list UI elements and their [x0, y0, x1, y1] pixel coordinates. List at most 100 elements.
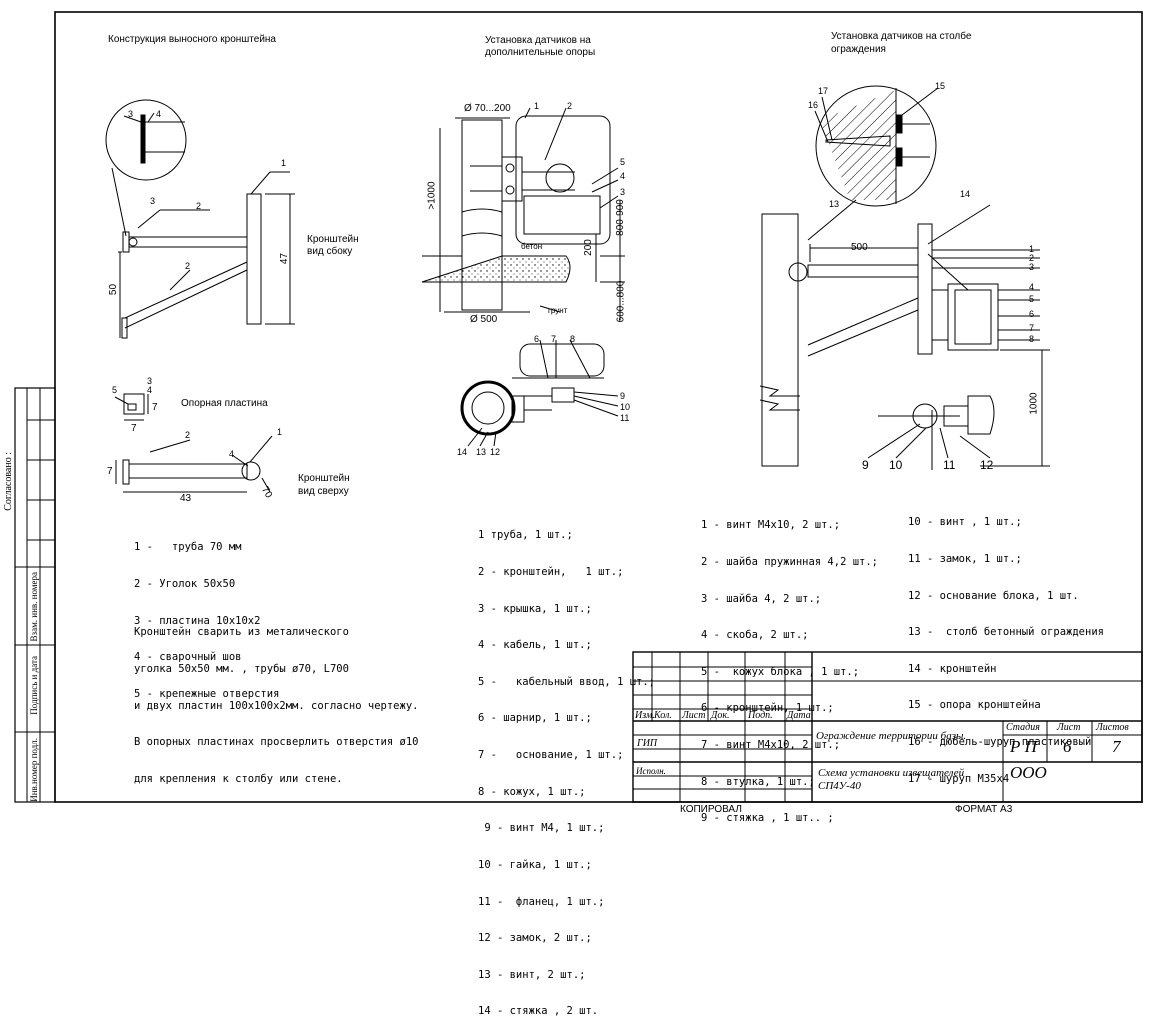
dim-1000-fence: 1000	[1028, 392, 1040, 415]
fence-detail-circle	[807, 85, 939, 241]
callout-fp-10: 10	[889, 458, 903, 472]
footer-format: ФОРМАТ А3	[955, 804, 1013, 815]
dim-7-plate-side: 7	[152, 402, 158, 413]
fence-legend-item: 17 - шуруп М35х4	[908, 772, 1010, 785]
fence-legend-right: 10 - винт , 1 шт.; 11 - замок, 1 шт.; 12…	[908, 492, 1104, 797]
tb-stage-label: Стадия	[1006, 722, 1040, 733]
bracket-note-line: уголка 50х50 мм. , трубы ø70, L700	[134, 663, 349, 676]
callout-ep-5: 5	[620, 157, 626, 167]
tb-project: Ограждение территории базы.	[816, 730, 967, 742]
fence-legend-item: 5 - кожух блока , 1 шт.;	[701, 665, 860, 678]
callout-4a: 4	[156, 109, 162, 119]
extra-pole-legend-item: 6 - шарнир, 1 шт.;	[478, 712, 592, 725]
ground-label: грунт	[548, 306, 568, 315]
callout-fp-11: 11	[943, 458, 956, 472]
extra-pole-legend-item: 4 - кабель, 1 шт.;	[478, 639, 592, 652]
side-view-label-2: вид сбоку	[307, 246, 353, 257]
concrete-label: бетон	[521, 242, 543, 251]
dia-bottom: Ø 500	[470, 314, 498, 325]
fence-legend-item: 14 - кронштейн	[908, 662, 997, 675]
fence-legend-item: 1 - винт М4х10, 2 шт.;	[701, 519, 841, 532]
tb-col-sign: Подп.	[748, 710, 773, 721]
bracket-section-title: Конструкция выносного кронштейна	[108, 34, 276, 45]
fence-legend-left: 1 - винт М4х10, 2 шт.; 2 - шайба пружинн…	[701, 495, 878, 837]
callout-ep-9: 9	[620, 391, 626, 401]
support-plate	[114, 393, 149, 421]
tb-org: ООО	[1010, 763, 1047, 782]
fence-pole-title-line-2: ограждения	[831, 44, 886, 55]
extra-pole-legend-item: 12 - замок, 2 шт.;	[478, 932, 592, 945]
dim-1000-extra: >1000	[426, 181, 438, 210]
callout-ep-14: 14	[457, 447, 468, 457]
bracket-legend-item: 2 - Уголок 50х50	[134, 578, 236, 591]
fence-legend-item: 6 - кронштейн, 1 шт.;	[701, 702, 834, 715]
callout-5: 5	[112, 385, 118, 395]
tb-sheet: 6	[1063, 737, 1072, 756]
bracket-note-line: В опорных пластинах просверлить отверсти…	[134, 736, 419, 749]
callout-1b: 1	[277, 427, 283, 437]
extra-pole-legend-item: 2 - кронштейн, 1 шт.;	[478, 566, 624, 579]
callout-fp-5: 5	[1029, 294, 1035, 304]
extra-pole-legend-item: 11 - фланец, 1 шт.;	[478, 895, 605, 908]
callout-fp-6: 6	[1029, 309, 1035, 319]
dim-47: 47	[279, 252, 291, 265]
bracket-legend-item: 5 - крепежные отверстия	[134, 687, 280, 700]
dim-7-top-view: 7	[107, 466, 113, 477]
bracket-legend-item: 4 - сварочный шов	[134, 651, 242, 664]
tb-drawing-2: СП4У-40	[818, 780, 861, 792]
extra-pole-title-line-2: дополнительные опоры	[485, 47, 596, 58]
callout-fp-12: 12	[980, 458, 994, 472]
top-view-label-2: вид сверху	[298, 486, 349, 497]
fence-legend-item: 11 - замок, 1 шт.;	[908, 553, 1022, 566]
stamp-agreed: Согласовано :	[3, 452, 14, 511]
bracket-legend: 1 - труба 70 мм 2 - Уголок 50х50 3 - пла…	[134, 517, 279, 712]
dim-800-900: 800-900	[614, 199, 626, 236]
callout-fp-4: 4	[1029, 282, 1035, 292]
bracket-legend-item: 1 - труба 70 мм	[134, 541, 242, 554]
dim-7-plate-bottom: 7	[131, 423, 137, 434]
fence-legend-item: 16 - дюбель-шуруп пластиковый	[908, 736, 1092, 749]
fence-legend-item: 7 - винт М4х10, 2 шт.;	[701, 739, 841, 752]
bracket-note: Кронштейн сварить из металического уголк…	[134, 602, 418, 797]
extra-pole-sensor-plan	[460, 339, 619, 447]
callout-3a: 3	[128, 109, 134, 119]
callout-fp-13: 13	[829, 199, 840, 209]
title-block-grid	[632, 651, 1143, 803]
tb-col-date: Дата	[787, 710, 811, 721]
extra-pole-legend-item: 1 труба, 1 шт.;	[478, 529, 573, 542]
tb-sheets-label: Листов	[1096, 722, 1129, 733]
callout-ep-2: 2	[567, 101, 573, 111]
tb-executor: Исполн.	[636, 766, 666, 776]
dim-50: 50	[108, 283, 120, 296]
dim-43: 43	[180, 493, 192, 504]
tb-drawing: Схема установки извещателей	[818, 767, 965, 779]
callout-ep-10: 10	[620, 402, 631, 412]
extra-pole-legend: 1 труба, 1 шт.; 2 - кронштейн, 1 шт.; 3 …	[478, 505, 655, 1030]
fence-legend-item: 2 - шайба пружинная 4,2 шт.;	[701, 556, 879, 569]
callout-fp-1: 1	[1029, 244, 1035, 254]
callout-ep-3: 3	[620, 187, 626, 197]
extra-pole-legend-item: 5 - кабельный ввод, 1 шт.;	[478, 675, 656, 688]
callout-4b: 4	[147, 385, 153, 395]
tb-col-sheet: Лист	[682, 710, 706, 721]
fence-legend-item: 13 - столб бетонный ограждения	[908, 626, 1104, 639]
tb-col-change: Изм.	[635, 710, 655, 721]
fence-legend-item: 3 - шайба 4, 2 шт.;	[701, 592, 822, 605]
extra-pole-legend-item: 3 - крышка, 1 шт.;	[478, 602, 592, 615]
callout-ep-13: 13	[476, 447, 487, 457]
callout-ep-1: 1	[534, 101, 540, 111]
callout-fp-16: 16	[808, 100, 819, 110]
callout-fp-2: 2	[1029, 253, 1035, 263]
fence-pole-title-line-1: Установка датчиков на столбе	[831, 31, 972, 42]
bracket-note-line: для крепления к столбу или стене.	[134, 772, 343, 785]
extra-pole-legend-item: 8 - кожух, 1 шт.;	[478, 785, 586, 798]
fence-legend-item: 12 - основание блока, 1 шт.	[908, 589, 1079, 602]
callout-ep-8: 8	[570, 334, 576, 344]
callout-fp-8: 8	[1029, 334, 1035, 344]
tb-sheets: 7	[1112, 737, 1121, 756]
fence-legend-item: 15 - опора кронштейна	[908, 699, 1041, 712]
extra-pole-legend-item: 9 - винт М4, 1 шт.;	[478, 822, 605, 835]
callout-2a: 2	[196, 201, 202, 211]
callout-fp-17: 17	[818, 86, 829, 96]
drawing-canvas	[14, 11, 1143, 803]
